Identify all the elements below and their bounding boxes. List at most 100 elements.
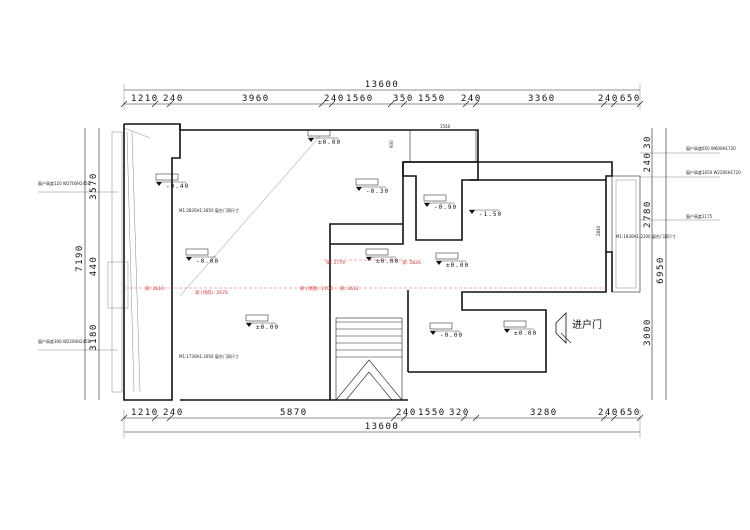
dim-top-0: 1210: [131, 94, 159, 104]
dim-top-3: 240: [324, 94, 345, 104]
side-notes: 窗户高度120 W2700H2450 窗户高度300 W2200H2450 窗户…: [38, 145, 741, 351]
bottom-tick: [390, 414, 398, 422]
bottom-tick: [460, 414, 468, 422]
top-tick: [387, 100, 395, 108]
dim-bottom-3: 240: [396, 408, 417, 418]
level-text: ±0.00: [446, 262, 469, 269]
level-marker: -0.00: [429, 322, 463, 339]
dim-top-1: 240: [163, 94, 184, 104]
top-dimension-group: 13600 1210 240 3960 240 1560 350 1550 24…: [120, 80, 644, 110]
staircase: [335, 317, 403, 401]
right-dimension-group: 30 240 2780 3000 6950: [643, 128, 667, 400]
overall-top-dim: 13600: [365, 80, 400, 90]
level-text: ±0.00: [376, 258, 399, 265]
level-marker: -0.40: [155, 173, 189, 190]
top-tick: [166, 100, 174, 108]
bottom-tick: [166, 414, 174, 422]
level-marker: ±0.00: [435, 252, 469, 269]
dim-bottom-2: 5870: [280, 408, 308, 418]
top-tick: [120, 100, 128, 108]
bottom-tick: [120, 414, 128, 422]
level-marker: ±0.00: [245, 314, 279, 331]
dim-bottom-1: 240: [163, 408, 184, 418]
dim-bottom-8: 650: [620, 408, 641, 418]
dim-top-7: 240: [461, 94, 482, 104]
top-inner-dim-vert: 930: [389, 140, 394, 148]
level-text: ±0.00: [256, 324, 279, 331]
level-marker: ±0.00: [307, 129, 341, 146]
walls: [107, 123, 641, 401]
level-text: -0.00: [196, 258, 219, 265]
door-note-2: M1:1830H1:2200 窗台门洞尺寸: [616, 233, 676, 239]
level-marker: ±0.00: [503, 320, 537, 337]
dim-top-8: 3360: [528, 94, 556, 104]
top-inner-dim: 1550: [440, 124, 451, 129]
bottom-tick: [636, 414, 644, 422]
level-marker: -1.50: [469, 209, 502, 218]
red-note-3: 梁: 2612: [340, 285, 359, 292]
dim-left-2: 3180: [89, 323, 99, 351]
dim-right-0: 30: [643, 135, 653, 149]
door-note-1: M1:1730H1:2850 窗台门洞尺寸: [179, 353, 239, 359]
red-note-1: 梁 (顶底): 2676: [195, 289, 228, 296]
dim-bottom-6: 3280: [530, 408, 558, 418]
side-note-right-2: 窗户高度1650 W2200H1720: [686, 169, 741, 175]
bottom-tick: [600, 414, 608, 422]
side-note-left-2: 窗户高度300 W2200H2450: [38, 338, 91, 344]
overall-bottom-dim: 13600: [365, 422, 400, 432]
level-marker: -0.00: [185, 248, 219, 265]
top-tick: [151, 100, 159, 108]
level-text: -0.40: [166, 183, 189, 190]
top-tick: [636, 100, 644, 108]
level-marker: -0.90: [423, 194, 456, 211]
level-text: ±0.00: [318, 139, 341, 146]
bottom-tick: [151, 414, 159, 422]
level-text: -0.30: [366, 188, 389, 195]
side-note-left-1: 窗户高度120 W2700H2450: [38, 180, 91, 186]
level-marker: -0.30: [355, 178, 389, 195]
entry-door-marker: 进户门: [555, 312, 602, 344]
top-tick: [610, 100, 618, 108]
level-marker: ±0.00: [365, 248, 399, 265]
dim-left-1: 440: [89, 256, 99, 277]
red-note-2: 梁 (顶底): 2700: [300, 285, 333, 292]
left-dimension-group: 7190 3570 440 3180: [75, 128, 100, 400]
bottom-dimension-group: 1210 240 5870 240 1550 320 3280 240 650 …: [120, 408, 644, 438]
dim-bottom-5: 320: [449, 408, 470, 418]
red-note-4: 梁: 2779: [326, 259, 345, 266]
dim-bottom-7: 240: [598, 408, 619, 418]
bottom-tick: [400, 414, 408, 422]
overall-left-dim: 7190: [75, 244, 85, 272]
side-note-right-3: 窗户高度1175: [686, 213, 713, 219]
dim-right-1: 240: [643, 152, 653, 173]
entry-label: 进户门: [572, 318, 602, 331]
side-note-right-1: 窗户高度650 W600H1720: [686, 145, 736, 151]
dim-top-10: 650: [620, 94, 641, 104]
top-tick: [328, 100, 336, 108]
level-text: -1.50: [479, 211, 502, 218]
overall-right-dim: 6950: [656, 256, 666, 284]
level-text: -0.00: [440, 332, 463, 339]
dim-top-5: 350: [393, 94, 414, 104]
dim-top-2: 3960: [242, 94, 270, 104]
dim-top-9: 240: [598, 94, 619, 104]
dim-bottom-0: 1210: [131, 408, 159, 418]
top-tick: [318, 100, 326, 108]
door-note-0: M1:2835H1:2850 窗台门洞尺寸: [179, 207, 239, 213]
dim-top-4: 1560: [346, 94, 374, 104]
top-tick: [400, 100, 408, 108]
balcony-inner-dim: 2840: [596, 225, 601, 236]
dim-right-2: 2780: [643, 200, 653, 228]
bottom-tick: [472, 414, 480, 422]
dim-right-3: 3000: [643, 318, 653, 346]
dim-left-0: 3570: [89, 172, 99, 200]
dim-bottom-4: 1550: [418, 408, 446, 418]
dim-top-6: 1550: [418, 94, 446, 104]
level-text: ±0.00: [514, 330, 537, 337]
top-tick: [472, 100, 480, 108]
top-tick: [600, 100, 608, 108]
bottom-tick: [610, 414, 618, 422]
red-note-5: 梁: 2826: [402, 259, 421, 266]
beam-lines: 梁: 2610 梁 (顶底): 2676 梁 (顶底): 2700 梁: 261…: [124, 259, 608, 296]
